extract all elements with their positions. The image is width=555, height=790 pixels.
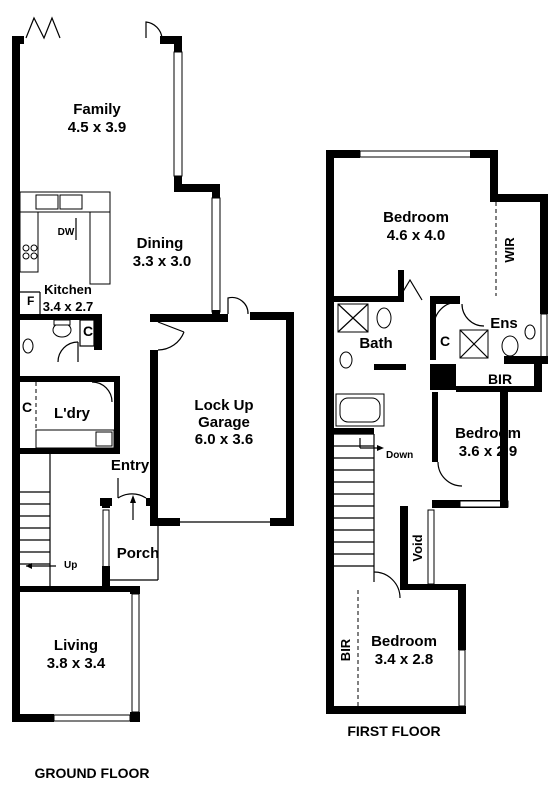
room-label-porch: Porch: [117, 545, 160, 562]
stairs-down-label: Down: [386, 450, 413, 461]
first-labels: Bedroom 4.6 x 4.0 WIR Ens C Bath BIR Bed…: [338, 209, 521, 739]
room-label-laundry: L'dry: [54, 405, 91, 422]
room-dims-living: 3.8 x 3.4: [47, 655, 106, 672]
room-label-garage-line1: Lock Up: [194, 397, 253, 414]
room-label-family: Family: [73, 101, 121, 118]
room-label-bedroom-1: Bedroom: [383, 209, 449, 226]
kitchen-fixtures: [19, 191, 115, 449]
room-label-bath: Bath: [359, 335, 392, 352]
room-label-bir-1: BIR: [488, 371, 512, 387]
first-floor-walls: [326, 150, 548, 714]
room-dims-bedroom-1: 4.6 x 4.0: [387, 227, 445, 244]
ground-stairs: [20, 491, 56, 569]
room-label-void: Void: [410, 534, 425, 561]
ground-labels: Family 4.5 x 3.9 Dining 3.3 x 3.0 DW Kit…: [22, 101, 254, 781]
cupboard-label-laundry: C: [22, 399, 32, 415]
room-dims-dining: 3.3 x 3.0: [133, 253, 191, 270]
room-dims-bedroom-2: 3.6 x 2.9: [459, 443, 517, 460]
stairs-up-label: Up: [64, 560, 77, 571]
room-label-wir: WIR: [502, 237, 517, 263]
room-dims-bedroom-3: 3.4 x 2.8: [375, 651, 433, 668]
bifold-door: [25, 16, 163, 40]
room-dims-kitchen: 3.4 x 2.7: [43, 299, 94, 314]
room-dims-garage: 6.0 x 3.6: [195, 431, 253, 448]
cupboard-label-first: C: [440, 333, 450, 349]
room-label-bedroom-2: Bedroom: [455, 425, 521, 442]
ground-floor-title: GROUND FLOOR: [34, 765, 149, 781]
room-label-garage-line2: Garage: [198, 414, 250, 431]
room-label-bir-2: BIR: [338, 638, 353, 661]
room-dims-family: 4.5 x 3.9: [68, 119, 126, 136]
ground-floor-walls: [12, 36, 294, 722]
first-floor-stairs: [334, 438, 384, 567]
room-label-living: Living: [54, 637, 98, 654]
first-floor-fixtures: [335, 278, 536, 599]
room-label-kitchen: Kitchen: [44, 282, 92, 297]
fridge-label: F: [27, 294, 34, 308]
door-swings: [117, 296, 249, 520]
first-floor-title: FIRST FLOOR: [347, 723, 440, 739]
room-label-bedroom-3: Bedroom: [371, 633, 437, 650]
room-label-ensuite: Ens: [490, 315, 518, 332]
dishwasher-label: DW: [58, 227, 75, 238]
room-label-dining: Dining: [137, 235, 184, 252]
room-label-entry: Entry: [111, 457, 150, 474]
cupboard-label-wc: C: [83, 323, 93, 339]
